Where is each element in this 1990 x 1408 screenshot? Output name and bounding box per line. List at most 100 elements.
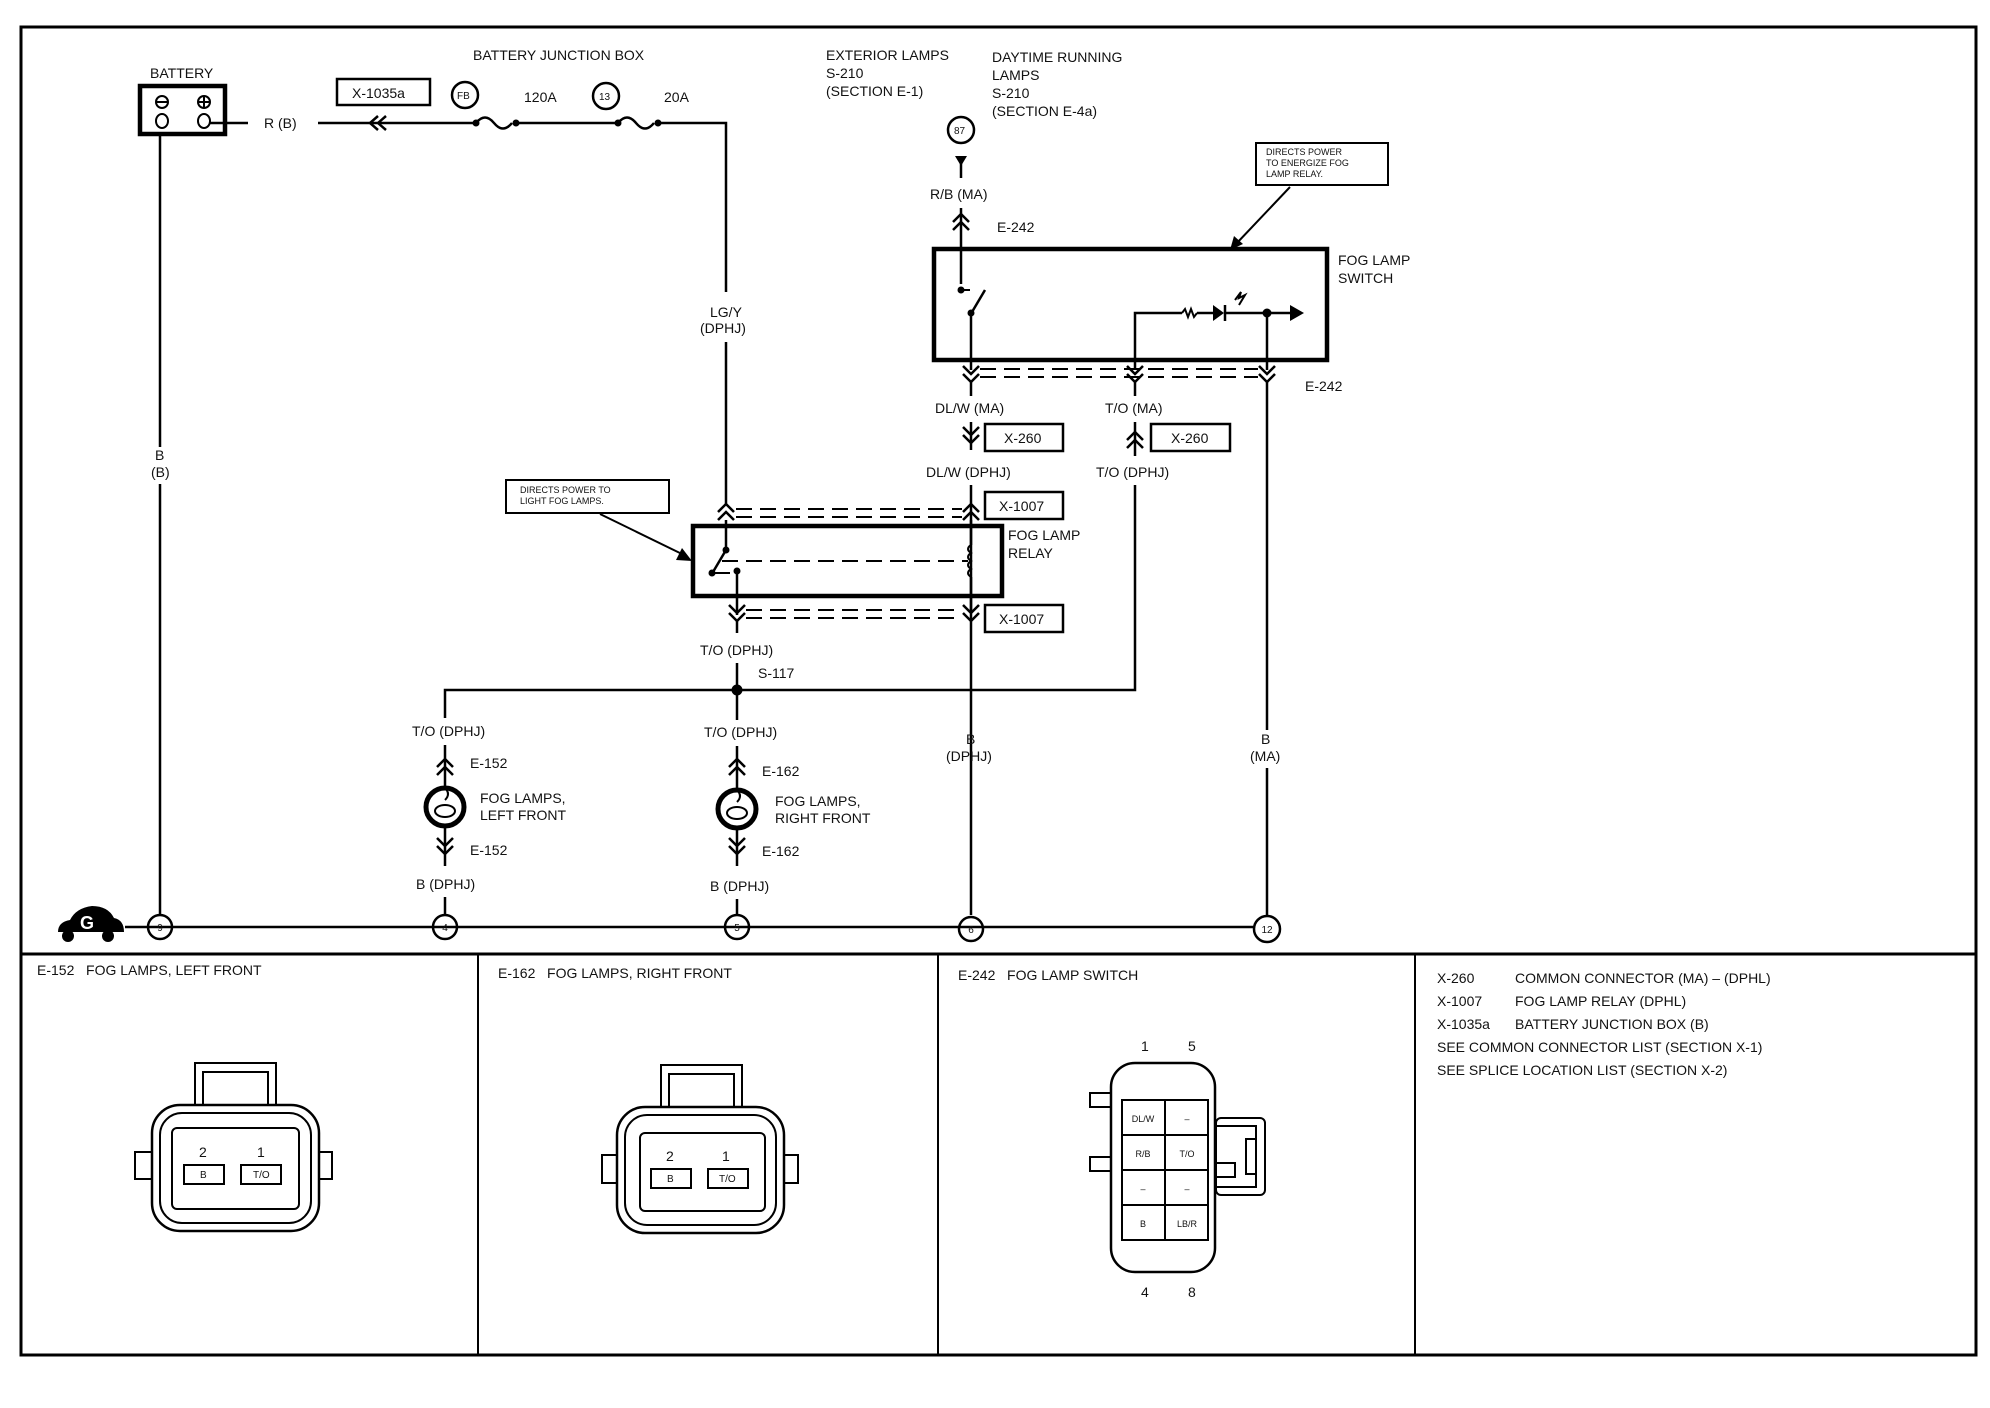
e242-bottom-label: E-242 xyxy=(1305,378,1343,394)
legend-row: X-260 COMMON CONNECTOR (MA) – (DPHL) xyxy=(1437,970,1771,986)
lgy-wire-label-2: (DPHJ) xyxy=(700,320,746,336)
sw12-ground-label-2: (MA) xyxy=(1250,748,1280,764)
connector-x260-b xyxy=(1149,422,1232,453)
fog-lamp-switch-box xyxy=(931,246,1330,363)
panel-e162-title: E-162 FOG LAMPS, RIGHT FRONT xyxy=(498,965,732,981)
panel-e162: E-162 FOG LAMPS, RIGHT FRONT 2 1 B T/O xyxy=(498,965,799,1235)
connector-x1007-top xyxy=(983,490,1065,521)
relay-note-line1: DIRECTS POWER TO xyxy=(520,485,611,495)
relay-note-pointer-icon xyxy=(676,548,692,561)
panel-e152: E-152 FOG LAMPS, LEFT FRONT 2 1 B T/O xyxy=(37,962,333,1233)
exterior-ref-line1: EXTERIOR LAMPS xyxy=(826,47,949,63)
e242-cell-pin5: – xyxy=(1184,1114,1189,1124)
ground-bus: G 9 4 5 6 12 xyxy=(58,906,1282,944)
to-switch-wire xyxy=(737,485,1137,692)
ground-node-9: 9 xyxy=(146,913,174,941)
lgy-wire xyxy=(658,121,728,292)
relay-label-1: FOG LAMP xyxy=(1008,527,1080,543)
panel-e242-title: E-242 FOG LAMP SWITCH xyxy=(958,967,1138,983)
relay-coil-icon xyxy=(967,544,973,578)
ground-node-12: 12 xyxy=(1252,914,1282,944)
exterior-ref-line3: (SECTION E-1) xyxy=(826,83,923,99)
mid-wires: DL/W (MA) X-260 DL/W (DPHJ) T/O (MA) X-2… xyxy=(737,382,1280,915)
panel-e152-title: E-152 FOG LAMPS, LEFT FRONT xyxy=(37,962,262,978)
e242-cell-pin3: – xyxy=(1140,1184,1145,1194)
ground-node-6: 6 xyxy=(957,915,985,943)
connector-x1035a-label: X-1035a xyxy=(352,85,405,101)
right-lamp-label-2: RIGHT FRONT xyxy=(775,810,871,826)
ground-node-5: 5 xyxy=(723,913,751,941)
note-pointer-arrow-icon xyxy=(1230,236,1243,250)
drl-ref-line4: (SECTION E-4a) xyxy=(992,103,1097,119)
battery-label: BATTERY xyxy=(150,65,214,81)
ground-node-9-label: 9 xyxy=(157,923,163,934)
ref-circle-87 xyxy=(946,115,976,145)
ground-g-icon xyxy=(58,906,124,932)
lgy-wire-label: LG/Y xyxy=(710,304,743,320)
fuse-13-circle xyxy=(591,81,621,111)
panel-e242: E-242 FOG LAMP SWITCH 1 5 DL/W – R/B T/O xyxy=(958,967,1266,1300)
switch-note-line2: TO ENERGIZE FOG xyxy=(1266,158,1349,168)
relay-out-wire-label: T/O (DPHJ) xyxy=(700,642,773,658)
illumination-arrow-icon xyxy=(1290,305,1304,321)
fog-lamp-left-front: T/O (DPHJ) E-152 FOG LAMPS, LEFT FRONT E… xyxy=(412,723,567,915)
legend-desc: COMMON CONNECTOR (MA) – (DPHL) xyxy=(1515,970,1771,986)
e242-top-label: E-242 xyxy=(997,219,1035,235)
legend-row: X-1007 FOG LAMP RELAY (DPHL) xyxy=(1437,993,1686,1009)
ground-node-6-label: 6 xyxy=(968,925,974,936)
left-lamp-label-2: LEFT FRONT xyxy=(480,807,567,823)
e152-wire-to: T/O xyxy=(253,1170,270,1181)
resistor-icon xyxy=(1181,306,1198,320)
legend-code: X-1035a xyxy=(1437,1016,1490,1032)
exterior-ref-line2: S-210 xyxy=(826,65,864,81)
dlw-dphj-label: DL/W (DPHJ) xyxy=(926,464,1011,480)
dlw-ma-label: DL/W (MA) xyxy=(935,400,1004,416)
drl-ref-line2: LAMPS xyxy=(992,67,1039,83)
legend-code: X-260 xyxy=(1437,970,1475,986)
connector-arrow-icon xyxy=(368,115,387,131)
e242-cell-pin7: – xyxy=(1184,1184,1189,1194)
switch-contact-icon xyxy=(970,289,987,313)
e242-cell-pin1: DL/W xyxy=(1132,1114,1155,1124)
battery-positive-terminal-icon xyxy=(197,95,211,109)
e152-pin-1: 1 xyxy=(257,1144,265,1160)
to-ma-label: T/O (MA) xyxy=(1105,400,1163,416)
legend-note-common-connector: SEE COMMON CONNECTOR LIST (SECTION X-1) xyxy=(1437,1039,1762,1055)
connector-x260-a xyxy=(983,422,1065,453)
fuse-fb-label: FB xyxy=(457,91,470,102)
sw6-ground-label-2: (DPHJ) xyxy=(946,748,992,764)
rb-ma-wire-label: R/B (MA) xyxy=(930,186,988,202)
connector-e162-face: 2 1 B T/O xyxy=(601,1064,799,1235)
e242-cell-pin2: R/B xyxy=(1135,1149,1150,1159)
fuse-13-label: 13 xyxy=(599,92,611,103)
legend-note-splice-location: SEE SPLICE LOCATION LIST (SECTION X-2) xyxy=(1437,1062,1727,1078)
connector-x260-a-label: X-260 xyxy=(1004,430,1042,446)
fog-lamp-right-icon xyxy=(715,787,759,831)
left-lamp-wire-in-label: T/O (DPHJ) xyxy=(412,723,485,739)
connector-up-icon xyxy=(952,212,970,231)
battery-ground-wire-label-2: (B) xyxy=(151,464,170,480)
fuse-fb-circle xyxy=(450,80,480,110)
connector-legend: X-260 COMMON CONNECTOR (MA) – (DPHL) X-1… xyxy=(1437,970,1771,1078)
junction-box-label: BATTERY JUNCTION BOX xyxy=(473,47,645,63)
legend-code: X-1007 xyxy=(1437,993,1482,1009)
fuse-120a-icon xyxy=(475,116,513,130)
fuse-fb-rating: 120A xyxy=(524,89,557,105)
splice-s117-label: S-117 xyxy=(758,665,795,681)
drl-ref-line3: S-210 xyxy=(992,85,1030,101)
relay-contact-icon xyxy=(711,549,728,573)
e152-wire-b: B xyxy=(200,1170,207,1181)
connector-x1007-top-label: X-1007 xyxy=(999,498,1044,514)
e162-wire-b: B xyxy=(667,1174,674,1185)
sw6-ground-label: B xyxy=(966,731,975,747)
e162-pin-1: 1 xyxy=(722,1148,730,1164)
switch-note-line3: LAMP RELAY. xyxy=(1266,169,1323,179)
connector-e242-face: 1 5 DL/W – R/B T/O – – B LB/R xyxy=(1089,1038,1266,1300)
drl-ref-line1: DAYTIME RUNNING xyxy=(992,49,1122,65)
fuse-13-rating: 20A xyxy=(664,89,690,105)
relay-note-box xyxy=(505,479,670,514)
right-lamp-conn1-label: E-162 xyxy=(762,763,800,779)
left-lamp-wire-out-label: B (DPHJ) xyxy=(416,876,475,892)
battery-icon xyxy=(137,83,228,137)
